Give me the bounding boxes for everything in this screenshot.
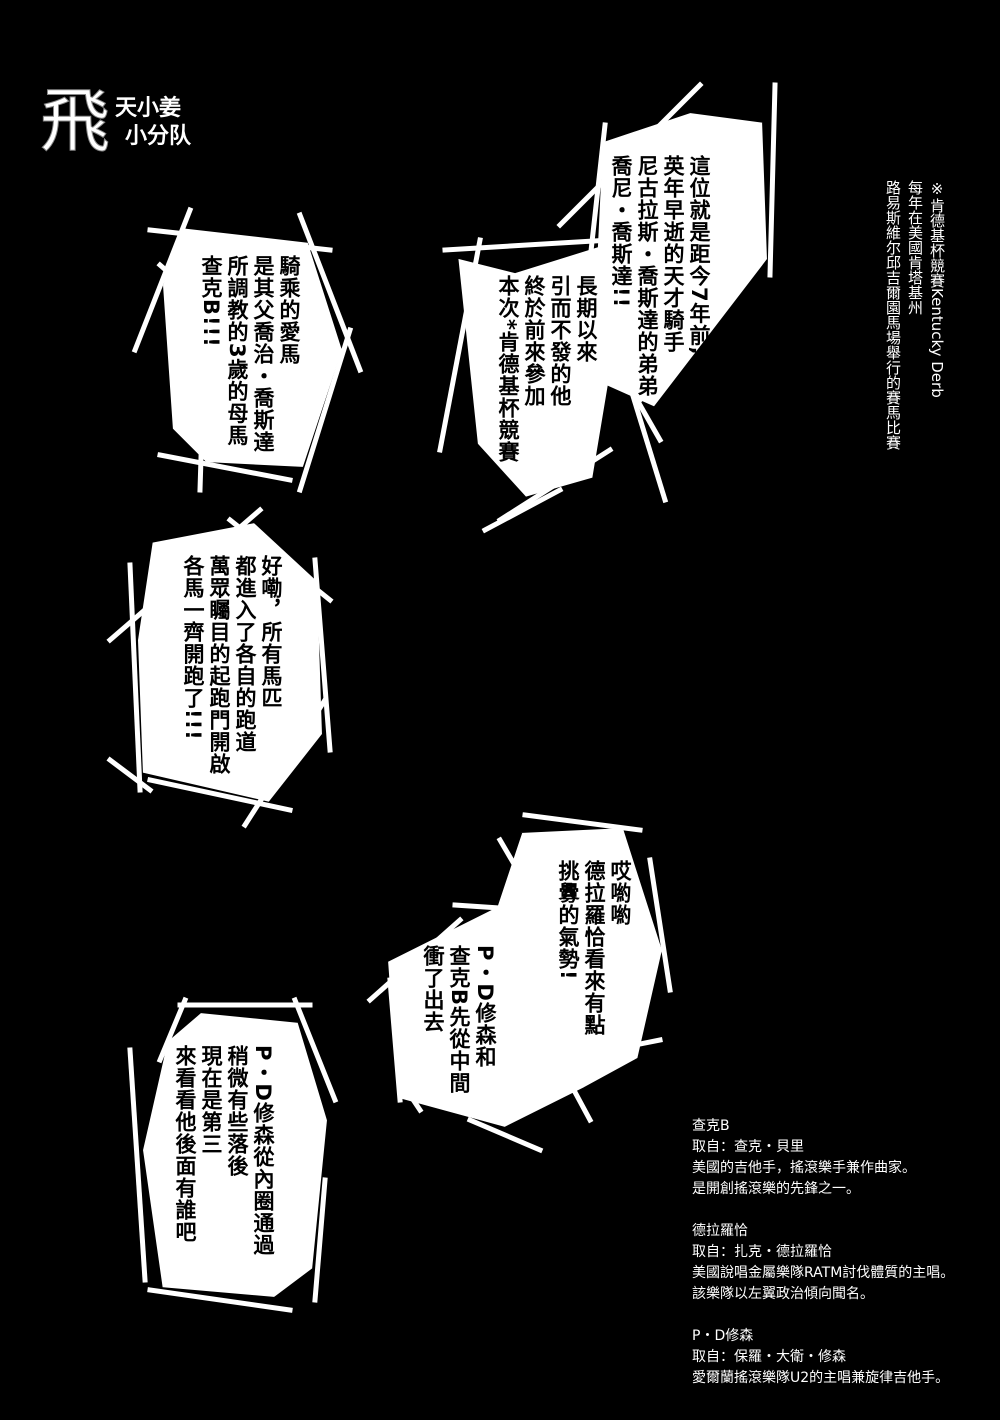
text-line: 尼古拉斯・喬斯達的弟弟 [635,155,659,397]
bubble-start-shape [106,506,334,829]
text-line: P・D修森和 [473,945,497,1068]
bubble-horse-text: 騎乘的愛馬 是其父喬治・喬斯達 所調教的3歲的母馬 查克B!!! [198,255,302,453]
bubble-race-shape [366,812,673,1154]
text-line: 好嘞，所有馬匹 [259,555,283,709]
text-line: 各馬一齊開跑了!!! [181,555,205,741]
footnote-line: 每年在美國肯塔基州 [906,180,924,315]
credit-name: 德拉羅恰 [692,1223,748,1239]
svg-text:天小姜: 天小姜 [115,95,181,121]
bubble-intro2-text: 長期以來 引而不發的他 終於前來參加 本次*肯德基杯競賽 [495,275,599,463]
credit-line: 取自：扎克・德拉羅恰 [692,1244,832,1260]
bubble-provoke-text: 哎喲喲 德拉羅恰看來有點 挑釁的氣勢! [555,860,633,1036]
bubble-horse-shape [131,206,364,494]
character-name-notes: 查克B 取自：查克・貝里 美國的吉他手，搖滾樂手兼作曲家。 是開創搖滾樂的先鋒之… [692,1116,954,1389]
text-line: 德拉羅恰看來有點 [582,860,606,1036]
bubble-third-shape [127,996,339,1313]
bubble-start-text: 好嘞，所有馬匹 都進入了各自的跑道 萬眾矚目的起跑門開啟 各馬一齊開跑了!!! [180,555,284,775]
text-line: 稍微有些落後 [225,1045,249,1177]
text-line: 英年早逝的天才騎手 [661,155,685,353]
text-line: 騎乘的愛馬 [277,255,301,365]
text-line: 現在是第三 [199,1045,223,1155]
svg-text:小分队: 小分队 [125,124,192,149]
text-line: 所調教的3歲的母馬 [225,255,249,447]
bubble-intro-shape [437,81,778,534]
text-line: 本次*肯德基杯競賽 [496,275,520,463]
footnote-line: 路易斯維尔邱吉爾園馬場舉行的賽馬比賽 [884,180,902,450]
logo-mark: 飛 天小姜 小分队 [40,80,193,163]
credit-line: 美國的吉他手，搖滾樂手兼作曲家。 [692,1160,916,1176]
text-line: 挑釁的氣勢! [556,860,580,981]
bubble-lead-text: P・D修森和 查克B先從中間 衝了出去 [420,945,498,1094]
svg-text:飛: 飛 [40,80,110,162]
text-line: 查克B先從中間 [447,945,471,1095]
scanlation-logo: 飛 天小姜 小分队 [30,55,230,175]
footnote: ※肯德基杯競賽Kentucky Derb 每年在美國肯塔基州 路易斯維尔邱吉爾園… [878,180,948,500]
credit-line: 取自：保羅・大衛・修森 [692,1349,846,1365]
text-line: 都進入了各自的跑道 [233,555,257,753]
credit-name: P・D修森 [692,1328,754,1344]
text-line: 衝了出去 [421,945,445,1033]
text-line: 終於前來參加 [522,275,546,407]
text-line: 喬尼・喬斯達!! [609,155,633,309]
credit-name: 查克B [692,1118,730,1134]
text-line: 來看看他後面有誰吧 [173,1045,197,1243]
text-line: 查克B!!! [199,255,223,348]
text-line: 是其父喬治・喬斯達 [251,255,275,453]
text-line: 引而不發的他 [548,275,572,407]
bubble-intro-text: 這位就是距今7年前, 英年早逝的天才騎手 尼古拉斯・喬斯達的弟弟 喬尼・喬斯達!… [608,155,712,397]
text-line: 長期以來 [574,275,598,363]
bubble-third-text: P・D修森從內圈通過 稍微有些落後 現在是第三 來看看他後面有誰吧 [172,1045,276,1256]
credit-line: 該樂隊以左翼政治傾向聞名。 [692,1286,874,1302]
footnote-line: ※肯德基杯競賽Kentucky Derb [928,180,946,398]
text-line: 這位就是距今7年前, [687,155,711,356]
text-line: 萬眾矚目的起跑門開啟 [207,555,231,775]
credit-line: 美國說唱金屬樂隊RATM討伐體質的主唱。 [692,1265,955,1281]
credit-line: 取自：查克・貝里 [692,1139,804,1155]
credit-line: 是開創搖滾樂的先鋒之一。 [692,1181,860,1197]
text-line: 哎喲喲 [608,860,632,926]
credit-line: 愛爾蘭搖滾樂隊U2的主唱兼旋律吉他手。 [692,1370,950,1386]
text-line: P・D修森從內圈通過 [251,1045,275,1256]
